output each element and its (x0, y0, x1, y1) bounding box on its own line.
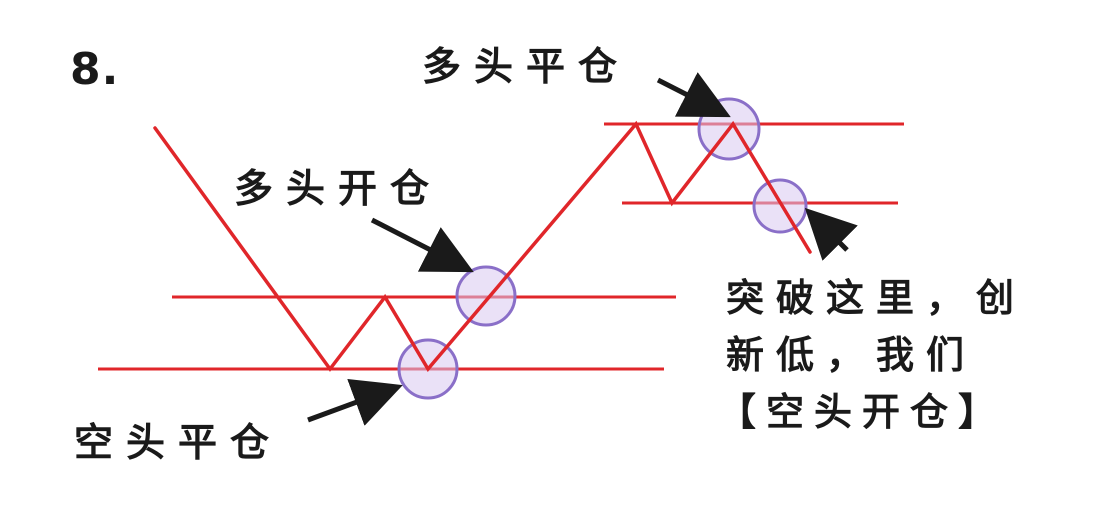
long-open-label: 多头开仓 (234, 167, 443, 212)
long-close-label: 多头平仓 (422, 45, 631, 90)
short-close-arrow (307, 378, 403, 426)
breakout-annotation: 突破这里，创 新低，我们 【空头开仓】 (718, 270, 1027, 441)
short-close-label: 空头平仓 (74, 421, 283, 466)
breakout-arrow (804, 207, 858, 261)
long-open-arrow (370, 217, 474, 273)
long-close-arrow (656, 72, 731, 118)
breakout-annotation-line-3: 【空头开仓】 (718, 390, 1007, 434)
price-path-line (153, 120, 812, 372)
breakout-annotation-line-2: 新低，我们 (726, 333, 977, 377)
breakout-circle (752, 178, 808, 234)
figure-number: 8. (70, 44, 120, 95)
breakout-annotation-line-1: 突破这里，创 (726, 276, 1027, 320)
